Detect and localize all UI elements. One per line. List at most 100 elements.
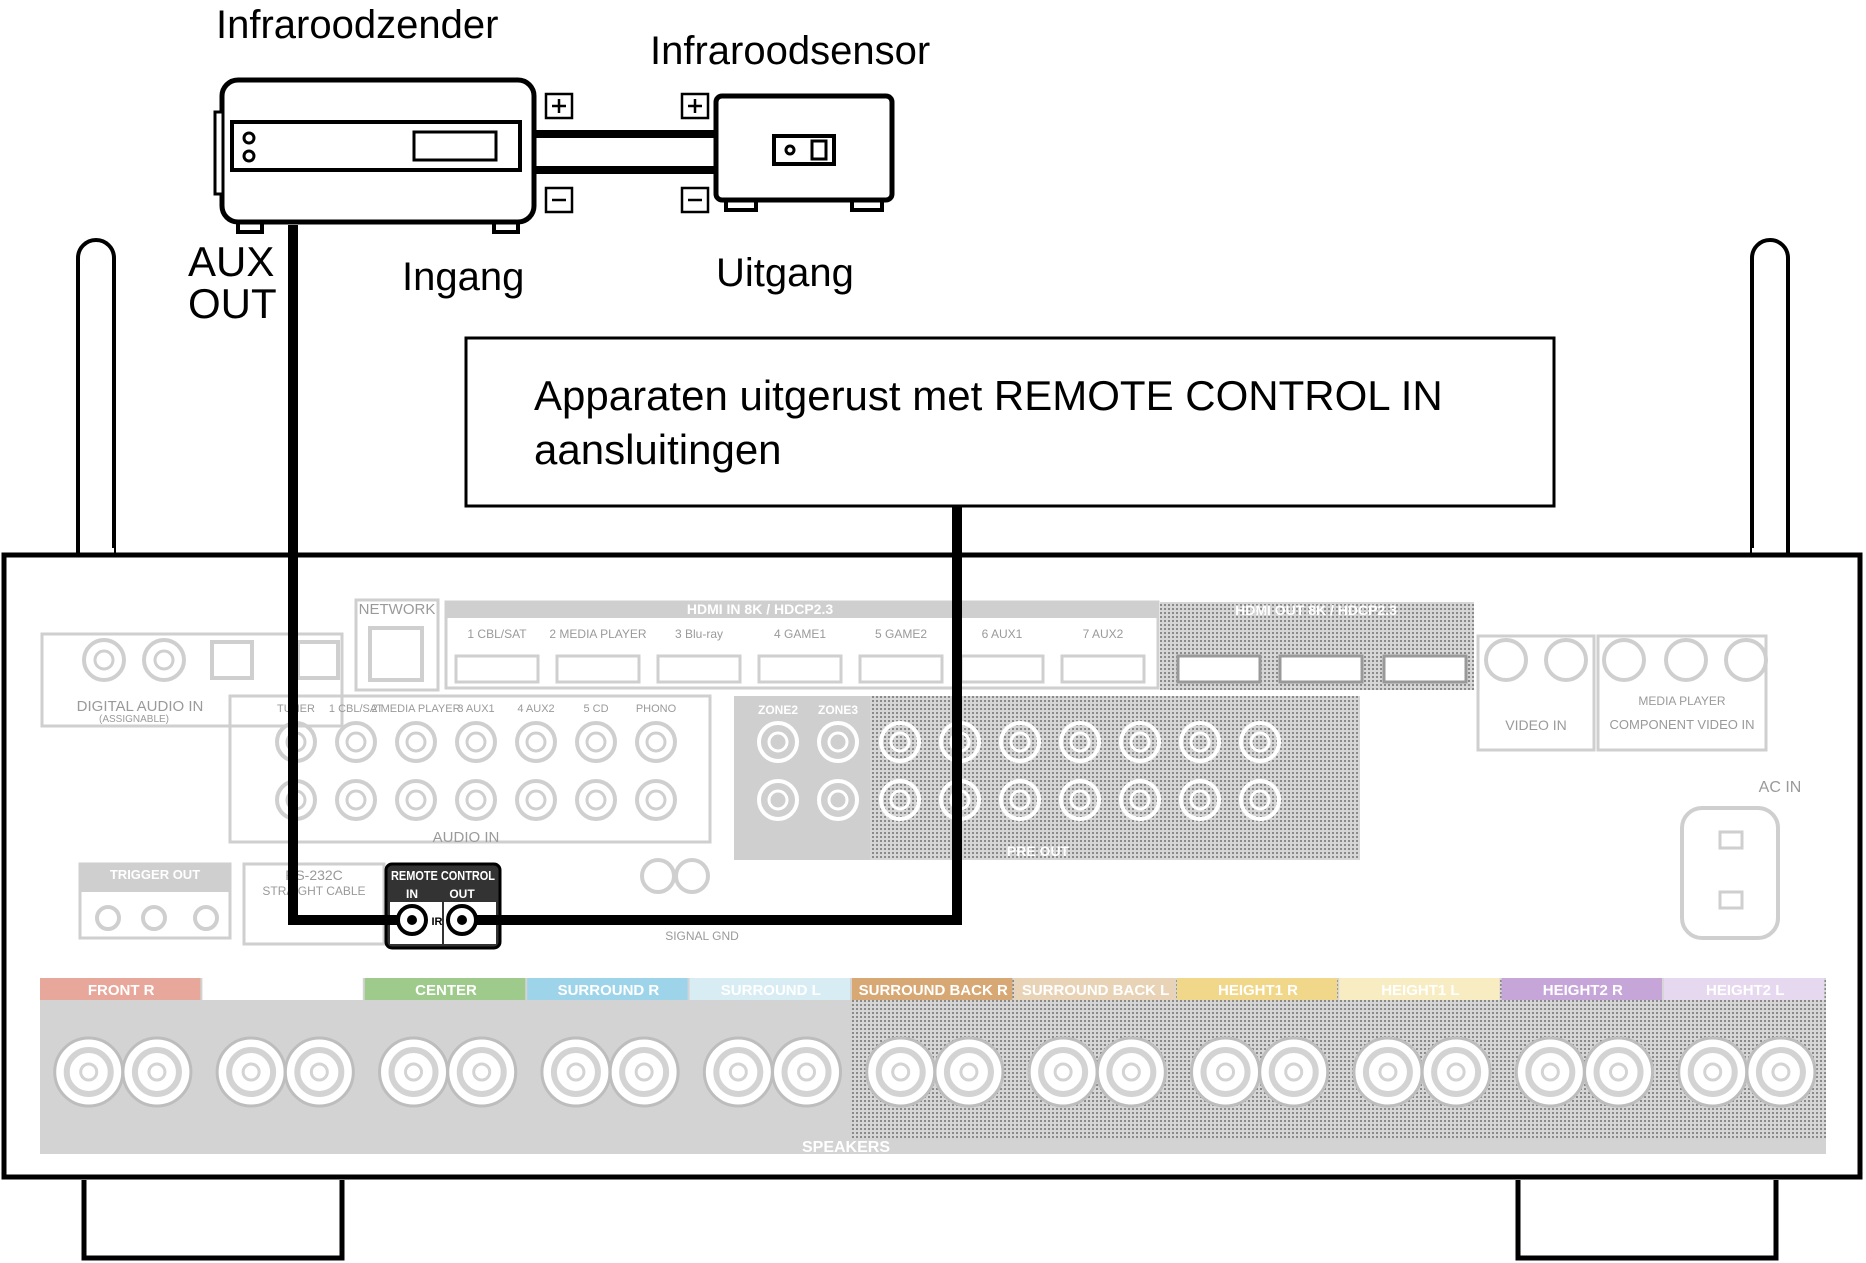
zone-jack-l <box>817 721 859 763</box>
signal-gnd-label: SIGNAL GND <box>665 929 739 943</box>
speaker-group-label: FRONT L <box>251 982 316 999</box>
hdmi-in-port-label: 2 MEDIA PLAYER <box>549 627 646 641</box>
speaker-terminal <box>215 1036 287 1108</box>
pre-out-label: PRE OUT <box>1007 843 1070 859</box>
devices-box-line1: Apparaten uitgerust met REMOTE CONTROL I… <box>534 372 1443 419</box>
hdmi-in-port-label: 4 GAME1 <box>774 627 826 641</box>
network-panel <box>354 598 440 692</box>
hdmi-in-port-label: 6 AUX1 <box>982 627 1023 641</box>
digital-audio-note: (ASSIGNABLE) <box>99 714 169 725</box>
speaker-terminal <box>1583 1036 1655 1108</box>
speaker-group-header <box>1339 978 1500 1000</box>
remote-out-label: OUT <box>449 887 475 901</box>
hdmi-in-port <box>656 654 742 684</box>
rs232c-panel <box>242 862 386 946</box>
audio-in-jack-r <box>635 779 677 821</box>
antenna-label-left: Bluetooth/Wi-Fi ANTENNA <box>65 592 155 607</box>
speaker-terminal <box>1352 1036 1424 1108</box>
antenna-label-right: Bluetooth/Wi-Fi ANTENNA <box>1572 593 1747 609</box>
hdmi-in-label: HDMI IN 8K / HDCP2.3 <box>687 601 833 617</box>
audio-in-jack-r <box>335 779 377 821</box>
speaker-group-label: HEIGHT2 R <box>1543 982 1623 999</box>
speaker-terminal <box>378 1036 450 1108</box>
speaker-terminal <box>1258 1036 1330 1108</box>
speaker-terminal <box>446 1036 518 1108</box>
speaker-group-label: SURROUND R <box>558 982 660 999</box>
component-video-panel <box>1596 634 1768 752</box>
aux-out-label-line1: AUX <box>188 238 274 285</box>
audio-in-jack-l <box>455 721 497 763</box>
audio-in-jack-l <box>575 721 617 763</box>
remote-in-label: IN <box>406 887 418 901</box>
pre-out-jack <box>999 779 1041 821</box>
cable-devices-to-remote-out <box>474 506 962 925</box>
ir-transmitter <box>213 77 537 234</box>
speaker-group-header <box>202 978 363 1000</box>
pre-out-jack <box>1119 721 1161 763</box>
pre-out-jack <box>879 721 921 763</box>
receiver-foot-left <box>81 1180 345 1261</box>
speaker-group-header <box>527 978 688 1000</box>
wire-minus <box>534 166 716 174</box>
digital-audio-panel <box>40 632 344 728</box>
speaker-group-header <box>1501 978 1662 1000</box>
video-in-label: VIDEO IN <box>1505 717 1566 733</box>
speaker-group-header <box>1014 978 1175 1000</box>
speaker-terminals <box>53 1036 1817 1108</box>
pre-out-jack <box>1119 779 1161 821</box>
hdmi-in-port-label: 5 GAME2 <box>875 627 927 641</box>
digital-audio-label: DIGITAL AUDIO IN <box>77 698 204 715</box>
hdmi-in-port <box>858 654 944 684</box>
zone-jack-r <box>757 779 799 821</box>
trigger-label: TRIGGER OUT <box>110 867 200 882</box>
speaker-terminal <box>702 1036 774 1108</box>
zone-jack-l <box>757 721 799 763</box>
speaker-group-header <box>689 978 850 1000</box>
speaker-group-label: SURROUND BACK R <box>859 982 1008 999</box>
wire-plus <box>534 130 716 138</box>
speaker-terminal <box>53 1036 125 1108</box>
plus-icon-sensor <box>680 92 710 120</box>
speaker-terminal <box>1745 1036 1817 1108</box>
ac-in-socket <box>1680 806 1780 940</box>
hdmi-out-label: HDMI OUT 8K / HDCP2.3 <box>1235 602 1397 618</box>
audio-in-jack-label: 3 AUX1 <box>457 703 494 715</box>
zone-jack-r <box>817 779 859 821</box>
speaker-group-label: FRONT R <box>88 982 155 999</box>
speaker-group-label: CENTER <box>415 982 477 999</box>
speaker-terminal <box>865 1036 937 1108</box>
pre-out-jack <box>1239 779 1281 821</box>
pre-out-jack <box>1179 779 1221 821</box>
hdmi-in-port-label: 3 Blu-ray <box>675 627 723 641</box>
speaker-group-label: SURROUND BACK L <box>1022 982 1170 999</box>
pre-out-jack <box>1059 779 1101 821</box>
speaker-terminal <box>540 1036 612 1108</box>
hdmi-in-port <box>1060 654 1146 684</box>
network-label: NETWORK <box>359 601 436 618</box>
audio-in-jack-l <box>515 721 557 763</box>
speaker-group-header <box>40 978 201 1000</box>
input-label: Ingang <box>402 255 524 299</box>
video-in-panel <box>1476 634 1596 752</box>
hdmi-in-port <box>454 654 540 684</box>
zone2-label: ZONE2 <box>758 703 798 717</box>
remote-control-jack-panel: REMOTE CONTROL IN OUT IR <box>384 862 502 950</box>
hdmi-in-ports: 1 CBL/SAT 2 MEDIA PLAYER 3 Blu-ray 4 GAME1 5… <box>454 627 1146 684</box>
minus-icon-sensor <box>680 186 710 214</box>
speaker-terminal <box>771 1036 843 1108</box>
component-video-sub: MEDIA PLAYER <box>1638 694 1725 708</box>
hdmi-in-port <box>555 654 641 684</box>
hdmi-in-port-label: 1 CBL/SAT <box>467 627 527 641</box>
pre-out-jack <box>1179 721 1221 763</box>
zone-jacks <box>757 721 859 821</box>
minus-icon-transmitter <box>544 186 574 214</box>
ir-sensor-label: Infraroodsensor <box>650 29 930 73</box>
speaker-group-label: HEIGHT1 R <box>1218 982 1298 999</box>
receiver-foot-right <box>1515 1180 1779 1261</box>
ir-transmitter-label: Infraroodzender <box>216 3 498 47</box>
pre-out-panel <box>870 696 1360 860</box>
speaker-group-label: HEIGHT2 L <box>1706 982 1784 999</box>
cable-aux-out-to-remote-in <box>288 225 400 925</box>
audio-in-jack-label: PHONO <box>636 703 677 715</box>
speaker-group-header <box>1176 978 1338 1000</box>
